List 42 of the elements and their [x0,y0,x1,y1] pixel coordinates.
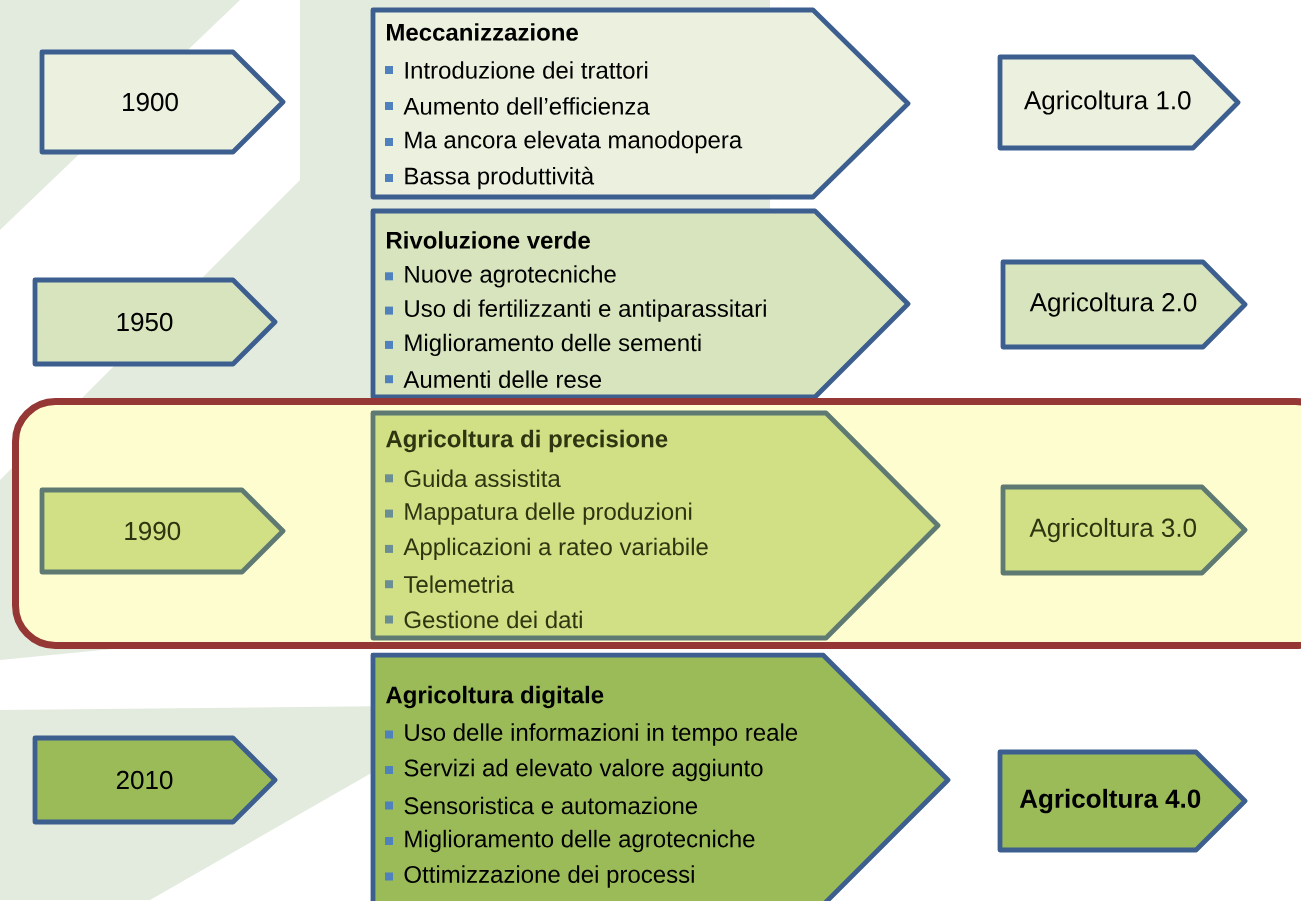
bullet-item: Guida assistita [385,469,561,488]
arrow-box [370,652,951,901]
bullet-item: Nuove agrotecniche [385,265,616,288]
box-heading: Agricoltura digitale [386,685,604,709]
arrow-box [370,7,911,200]
bullet-item: Mappatura delle produzioni [385,502,692,525]
arrow-box [370,208,911,400]
arrow-label: Agricoltura 2.0 [1029,292,1197,317]
arrow-label: 2010 [116,770,173,790]
box-heading: Rivoluzione verde [387,231,590,249]
arrow-label: 1900 [123,92,178,112]
arrow-label: Agricoltura 3.0 [1029,517,1197,543]
bullet-item: Aumenti delle rese [385,370,602,388]
bullet-item: Aumento dell’efficienza [385,97,650,115]
bullet-item: Introduzione dei trattori [385,61,648,79]
arrow-box [39,487,286,575]
arrow-box [1000,484,1248,576]
arrow-label: 1950 [117,312,173,332]
arrow-box [1000,259,1248,350]
box-heading: Meccanizzazione [387,23,578,41]
bullet-item: Applicazioni a rateo variabile [385,537,708,561]
arrow-box [39,49,286,155]
arrow-box [997,54,1241,151]
arrow-box [32,277,278,367]
box-heading: Agricoltura di precisione [386,429,668,453]
bullet-item: Miglioramento delle agrotecniche [385,829,755,853]
arrow-box [32,735,278,825]
bullet-item: Uso delle informazioni in tempo reale [385,723,798,746]
arrow-label: Agricoltura 4.0 [1019,788,1201,814]
bullet-item: Ma ancora elevata manodopera [385,130,743,154]
arrow-box [370,410,941,641]
arrow-label: 1990 [125,521,181,541]
bullet-item: Sensoristica e automazione [385,796,698,815]
bullet-item: Gestione dei dati [385,610,582,629]
bullet-item: Bassa produttività [385,166,595,190]
bullet-item: Servizi ad elevato valore aggiunto [385,758,763,782]
bullet-item: Miglioramento delle sementi [385,333,701,357]
bullet-item: Telemetria [385,575,515,593]
arrow-label: Agricoltura 1.0 [1024,90,1191,115]
bullet-item: Ottimizzazione dei processi [385,865,694,888]
arrow-box [997,749,1248,853]
bullet-item: Uso di fertilizzanti e antiparassitari [385,299,766,322]
